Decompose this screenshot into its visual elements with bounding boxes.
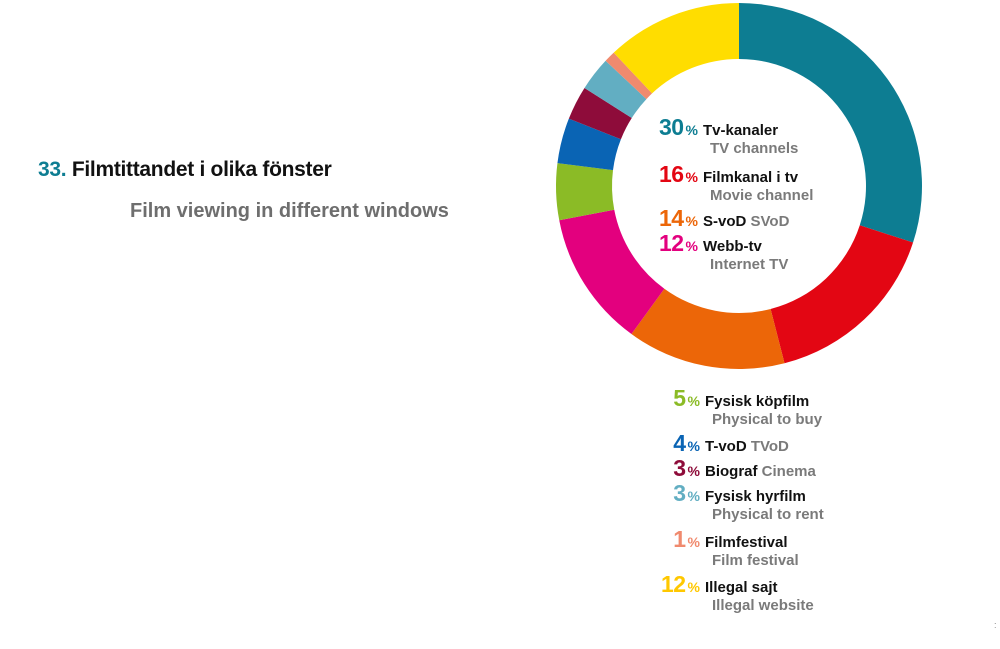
donut-segment-physical-to-buy [556,163,615,221]
donut-segment-film-festival [605,52,653,100]
percent-value: 3 [673,480,686,506]
chart-subtitle: Film viewing in different windows [130,200,449,222]
label-english: Physical to rent [712,506,824,523]
donut-segment-movie-channel [770,225,914,364]
label-english: Illegal website [712,597,814,614]
legend-item: 3%Biograf Cinema [665,455,816,482]
donut-segment-internet-tv [559,209,665,335]
percent-sign: % [687,534,700,550]
label-swedish: Fysisk köpfilm [705,393,810,410]
legend-percent: 12% [655,230,703,257]
legend-percent: 5% [665,385,705,412]
percent-value: 12 [658,230,684,256]
donut-segment-cinema [568,87,632,140]
donut-segment-tv-channels [739,3,922,243]
percent-value: 16 [658,161,684,187]
percent-value: 12 [660,571,686,597]
percent-sign: % [685,213,698,229]
label-english: TV channels [710,140,799,157]
percent-value: 5 [673,385,686,411]
legend-percent: 16% [655,161,703,188]
label-swedish: Biograf [705,463,758,480]
title-swedish: Filmtittandet i olika fönster [71,158,332,181]
legend-item: 4%T-voD TVoD [665,430,789,457]
legend-percent: 12% [655,571,705,598]
percent-sign: % [687,438,700,454]
label-english: Physical to buy [712,411,823,428]
legend-percent: 4% [665,430,705,457]
label-english: Cinema [757,463,816,480]
percent-value: 14 [658,205,684,231]
label-english: Internet TV [710,256,789,273]
donut-segment-tvod [557,118,621,171]
legend-percent: 1% [665,526,705,553]
label-swedish: Fysisk hyrfilm [705,488,806,505]
chart-number: 33. [38,158,67,181]
label-swedish: Filmkanal i tv [703,169,799,186]
chart-title: 33. Filmtittandet i olika fönster [38,158,332,182]
legend-percent: 14% [655,205,703,232]
percent-sign: % [687,579,700,595]
legend-percent: 30% [655,114,703,141]
label-swedish: T-voD [705,438,747,455]
donut-segment-svod [631,288,785,369]
percent-value: 3 [673,455,686,481]
percent-sign: % [687,463,700,479]
percent-value: 1 [673,526,686,552]
label-swedish: Webb-tv [703,238,762,255]
percent-value: 30 [658,114,684,140]
label-english: SVoD [746,213,790,230]
percent-sign: % [685,122,698,138]
legend-percent: 3% [665,480,705,507]
label-swedish: Illegal sajt [705,579,778,596]
percent-sign: % [687,393,700,409]
percent-sign: % [685,238,698,254]
label-english: Movie channel [710,187,814,204]
percent-value: 4 [673,430,686,456]
donut-segment-physical-to-rent [584,60,647,118]
label-english: Film festival [712,552,799,569]
label-english: TVoD [746,438,789,455]
percent-sign: % [687,488,700,504]
label-swedish: Tv-kanaler [703,122,779,139]
label-swedish: Filmfestival [705,534,788,551]
donut-segment-illegal-website [613,3,739,94]
legend-item: 14%S-voD SVoD [655,205,789,232]
label-swedish: S-voD [703,213,747,230]
page-edge-fragment: : [994,620,997,630]
legend-percent: 3% [665,455,705,482]
percent-sign: % [685,169,698,185]
